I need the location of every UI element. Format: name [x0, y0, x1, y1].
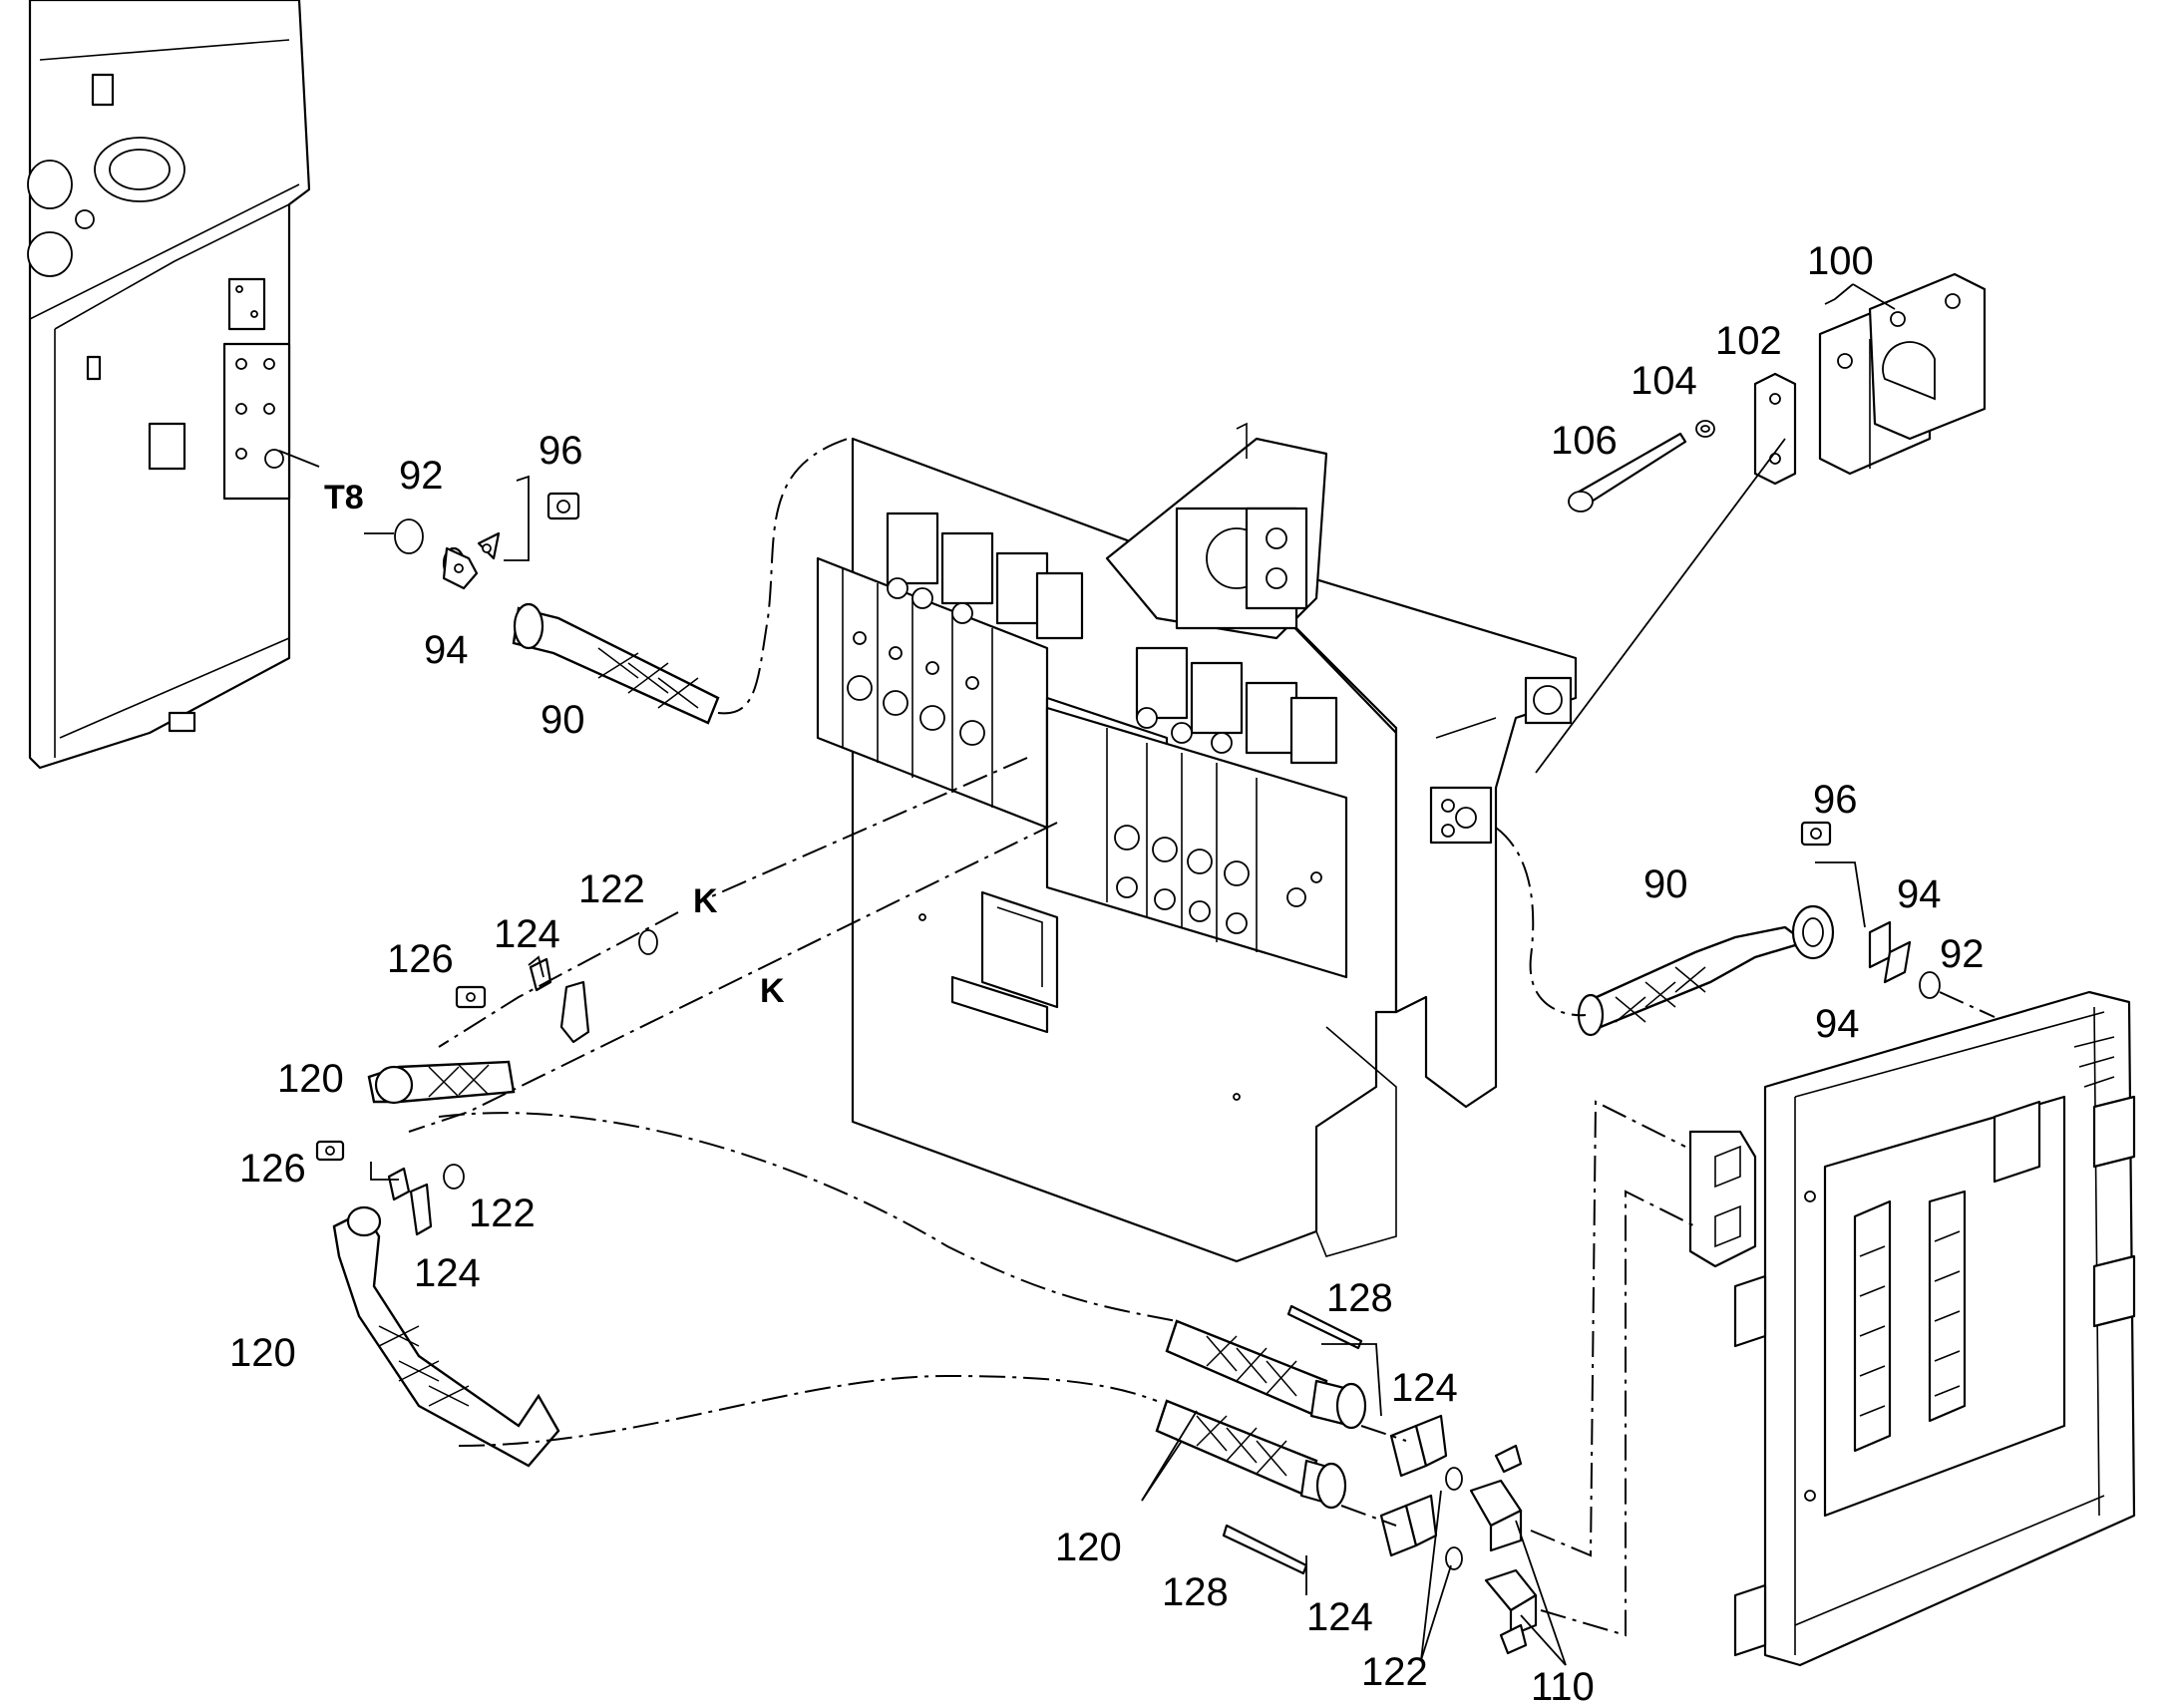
callout-122-c: 122: [1361, 1650, 1428, 1694]
hose-120-lower-left: [315, 1140, 560, 1468]
callout-122-a: 122: [578, 867, 645, 911]
callout-labels: 100 102 104 106 96 T8 92 94 90 96 90 94 …: [229, 239, 1985, 1708]
callout-90-top: 90: [541, 698, 585, 742]
callout-94-right-b: 94: [1815, 1002, 1860, 1046]
callout-110: 110: [1531, 1665, 1595, 1708]
oil-cooler: [1688, 990, 2136, 1667]
callout-94-right-a: 94: [1897, 872, 1942, 916]
callout-100: 100: [1807, 239, 1874, 283]
callout-128-b: 128: [1162, 1570, 1229, 1614]
callout-128-a: 128: [1326, 1276, 1393, 1320]
hydraulic-tank: [27, 0, 311, 770]
marker-t8: T8: [324, 479, 364, 516]
callout-126-b: 126: [239, 1147, 306, 1191]
callout-102: 102: [1715, 319, 1782, 363]
callout-92-right: 92: [1940, 932, 1985, 976]
callout-94-top: 94: [424, 628, 469, 672]
marker-k-lower: K: [760, 972, 785, 1010]
hose-120-bottom-pair: [1155, 1304, 1538, 1655]
callout-126-a: 126: [387, 937, 454, 981]
callout-96-top: 96: [539, 429, 583, 473]
leader-lines: [278, 283, 1896, 1666]
callout-124-b: 124: [414, 1251, 481, 1295]
clamp-assembly: [1568, 272, 1987, 512]
callout-120-a: 120: [277, 1057, 344, 1101]
hose-120-upper-left: [367, 929, 658, 1105]
callout-124-d: 124: [1306, 1595, 1373, 1639]
callout-124-c: 124: [1391, 1366, 1458, 1410]
callout-124-a: 124: [494, 912, 560, 956]
callout-122-b: 122: [469, 1192, 536, 1235]
callout-120-b: 120: [229, 1331, 296, 1375]
hose-90-cooler: [1577, 821, 1941, 1037]
hose-90-tank: [394, 492, 720, 725]
callout-120-c: 120: [1055, 1526, 1122, 1569]
callout-96-right: 96: [1813, 778, 1858, 822]
callout-90-right: 90: [1643, 862, 1688, 906]
callout-104: 104: [1631, 359, 1697, 403]
connection-lines: [408, 438, 1996, 1637]
callout-106: 106: [1551, 419, 1618, 463]
callout-92-top: 92: [399, 454, 444, 498]
marker-k-upper: K: [693, 882, 718, 920]
control-valve-frame: [816, 422, 1578, 1263]
